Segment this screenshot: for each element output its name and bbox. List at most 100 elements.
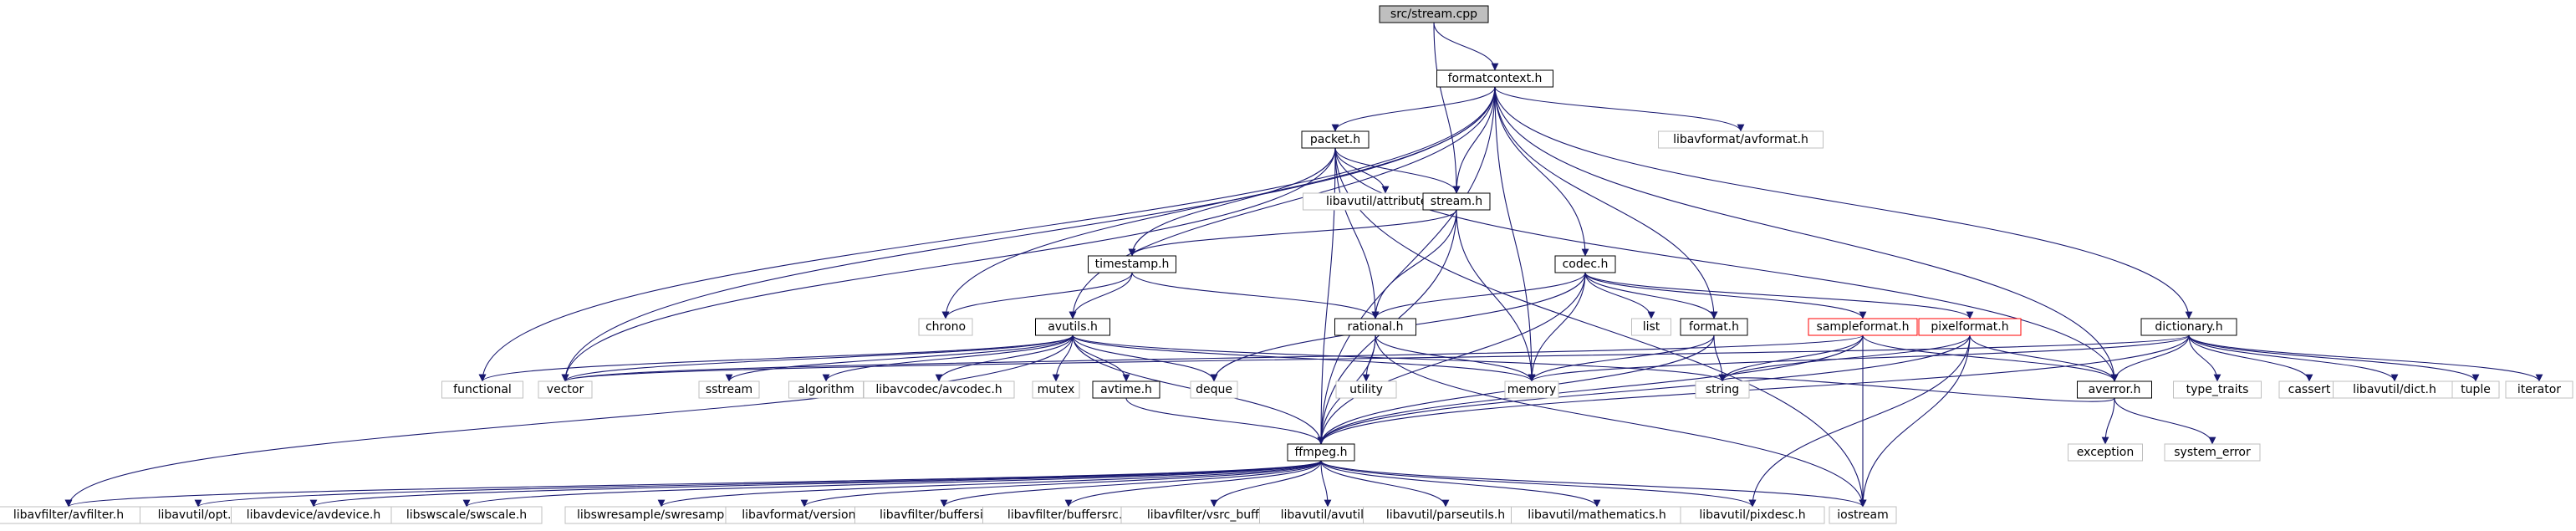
edge-ffmpeg-to-parseutils bbox=[1320, 460, 1450, 508]
node-box bbox=[2505, 380, 2573, 399]
node-label: list bbox=[1643, 320, 1660, 334]
node-rational[interactable]: rational.h bbox=[1334, 318, 1416, 336]
edge-formatcontext-to-codec bbox=[1494, 86, 1589, 257]
edge-sampleformat-to-vector bbox=[562, 334, 1864, 382]
node-box bbox=[390, 506, 543, 524]
node-label: tuple bbox=[2461, 383, 2491, 396]
node-label: sampleformat.h bbox=[1817, 320, 1910, 334]
node-box bbox=[1422, 192, 1491, 211]
node-label: avtime.h bbox=[1100, 383, 1152, 396]
node-label: libavutil/avutil.h bbox=[1281, 508, 1375, 522]
node-label: utility bbox=[1349, 383, 1383, 396]
node-stream-h[interactable]: stream.h bbox=[1422, 192, 1491, 211]
edge-formatcontext-to-format_h bbox=[1494, 86, 1718, 319]
edge-ffmpeg-to-buffersrc bbox=[1064, 460, 1322, 508]
node-formatcontext[interactable]: formatcontext.h bbox=[1436, 69, 1553, 88]
edge-format_h-to-memory bbox=[1528, 334, 1715, 382]
node-iterator: iterator bbox=[2505, 380, 2573, 399]
edge-ffmpeg-to-avfilter bbox=[65, 460, 1322, 508]
node-box bbox=[863, 380, 1015, 399]
node-label: system_error bbox=[2174, 446, 2251, 459]
edge-formatcontext-to-ffmpeg bbox=[1317, 86, 1496, 445]
node-box bbox=[1658, 130, 1824, 149]
edge-ffmpeg-to-version bbox=[800, 460, 1322, 508]
node-label: algorithm bbox=[798, 383, 854, 396]
edge-ffmpeg-to-iostream bbox=[1320, 460, 1867, 508]
node-parseutils: libavutil/parseutils.h bbox=[1363, 506, 1528, 524]
node-codec[interactable]: codec.h bbox=[1554, 255, 1616, 273]
edge-ffmpeg-to-opt bbox=[195, 460, 1322, 508]
node-list: list bbox=[1631, 318, 1671, 336]
node-functional: functional bbox=[441, 380, 523, 399]
node-label: cassert bbox=[2288, 383, 2331, 396]
node-avutils[interactable]: avutils.h bbox=[1035, 318, 1110, 336]
node-box bbox=[1092, 380, 1160, 399]
node-label: libavutil/parseutils.h bbox=[1386, 508, 1505, 522]
node-packet[interactable]: packet.h bbox=[1301, 130, 1370, 149]
node-avformat: libavformat/avformat.h bbox=[1658, 130, 1824, 149]
node-label: dictionary.h bbox=[2155, 320, 2222, 334]
edge-formatcontext-to-vector bbox=[561, 86, 1496, 382]
node-box bbox=[1335, 380, 1397, 399]
node-label: deque bbox=[1196, 383, 1232, 396]
node-avutil: libavutil/avutil.h bbox=[1259, 506, 1396, 524]
node-box bbox=[1035, 318, 1110, 336]
edge-formatcontext-to-averror bbox=[1494, 86, 2119, 382]
node-box bbox=[1088, 255, 1176, 273]
edge-codec-to-rational bbox=[1371, 272, 1586, 319]
node-label: vector bbox=[547, 383, 584, 396]
edge-sampleformat-to-ffmpeg bbox=[1317, 334, 1864, 445]
edge-packet-to-ffmpeg bbox=[1317, 147, 1336, 445]
node-box bbox=[1631, 318, 1671, 336]
node-mutex: mutex bbox=[1032, 380, 1080, 399]
node-format-h[interactable]: format.h bbox=[1680, 318, 1748, 336]
node-box bbox=[2077, 380, 2152, 399]
node-label: exception bbox=[2077, 446, 2134, 459]
node-label: libavutil/dict.h bbox=[2353, 383, 2436, 396]
node-label: libavfilter/avfilter.h bbox=[13, 508, 124, 522]
node-dictionary[interactable]: dictionary.h bbox=[2140, 318, 2237, 336]
edge-ffmpeg-to-avdevice bbox=[309, 460, 1322, 508]
node-label: packet.h bbox=[1310, 133, 1360, 146]
node-swscale: libswscale/swscale.h bbox=[390, 506, 543, 524]
node-box bbox=[2164, 443, 2261, 462]
node-box bbox=[2068, 443, 2143, 462]
edge-avutils-to-memory bbox=[1072, 334, 1536, 382]
edge-ffmpeg-to-pixdesc bbox=[1320, 460, 1757, 508]
node-stream-cpp[interactable]: src/stream.cpp bbox=[1379, 5, 1489, 23]
node-chrono: chrono bbox=[918, 318, 973, 336]
node-box bbox=[2140, 318, 2237, 336]
edge-timestamp-to-rational bbox=[1131, 272, 1380, 319]
node-label: libavformat/avformat.h bbox=[1673, 133, 1808, 146]
node-avtime[interactable]: avtime.h bbox=[1092, 380, 1160, 399]
edge-dictionary-to-averror bbox=[2110, 334, 2190, 382]
edge-dictionary-to-iterator bbox=[2188, 334, 2543, 382]
node-mathematics: libavutil/mathematics.h bbox=[1511, 506, 1683, 524]
node-box bbox=[1301, 130, 1370, 149]
edge-dictionary-to-vector bbox=[562, 334, 2190, 382]
node-box bbox=[1436, 69, 1553, 88]
node-label: iterator bbox=[2517, 383, 2561, 396]
node-label: format.h bbox=[1689, 320, 1739, 334]
node-pixelformat[interactable]: pixelformat.h bbox=[1918, 318, 2022, 336]
node-box bbox=[2451, 380, 2500, 399]
edge-formatcontext-to-functional bbox=[478, 86, 1496, 382]
node-opt: libavutil/opt.h bbox=[140, 506, 257, 524]
node-label: pixelformat.h bbox=[1931, 320, 2008, 334]
node-box bbox=[1504, 380, 1559, 399]
node-box bbox=[1918, 318, 2022, 336]
node-utility: utility bbox=[1335, 380, 1397, 399]
node-box bbox=[1287, 443, 1355, 462]
edge-averror-to-exception bbox=[2101, 397, 2115, 445]
node-ffmpeg[interactable]: ffmpeg.h bbox=[1287, 443, 1355, 462]
node-sampleformat[interactable]: sampleformat.h bbox=[1808, 318, 1918, 336]
edge-avutils-to-sstream bbox=[725, 334, 1074, 382]
edge-stream_h-to-rational bbox=[1371, 209, 1457, 319]
edge-timestamp-to-chrono bbox=[941, 272, 1133, 319]
node-timestamp[interactable]: timestamp.h bbox=[1088, 255, 1176, 273]
edge-format_h-to-string bbox=[1713, 334, 1727, 382]
edge-formatcontext-to-dictionary bbox=[1494, 86, 2193, 319]
node-averror[interactable]: averror.h bbox=[2077, 380, 2152, 399]
node-box bbox=[441, 380, 523, 399]
